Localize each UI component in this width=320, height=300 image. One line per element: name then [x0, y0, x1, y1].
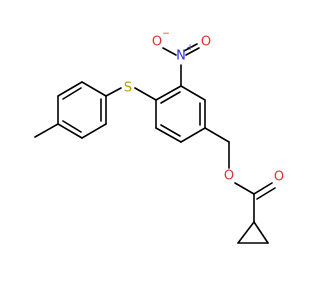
bond-inner [62, 120, 82, 133]
bond [155, 127, 182, 143]
bond-c-o-double [256, 187, 276, 200]
bond-n-o-double [185, 47, 200, 56]
atom-label-oxygen-nitro-left: O [152, 35, 162, 50]
bond-ring-ch2 [204, 127, 230, 143]
atom-label-sulfur: S [124, 81, 132, 96]
bond [180, 127, 206, 143]
bond [237, 221, 255, 244]
bond-methyl [34, 123, 59, 138]
charge-plus: + [186, 43, 194, 53]
bond [180, 85, 206, 101]
atom-label-oxygen-nitro-right: O [201, 35, 211, 50]
atom-label-oxygen-carbonyl: O [274, 170, 284, 185]
bond [81, 123, 107, 139]
bond-n-o [162, 47, 177, 56]
atom-label-layer: S N + O − O O O [124, 29, 284, 185]
bond-c-o-double [253, 182, 273, 195]
bond [57, 123, 83, 139]
bond-inner [62, 87, 82, 100]
bond-c-s [105, 87, 122, 97]
atom-label-nitrogen: N [176, 49, 186, 64]
bond [253, 221, 269, 244]
bond-s-c [134, 87, 157, 101]
bond-o-c [234, 182, 255, 195]
bond [57, 81, 83, 97]
bond-n-o-double [183, 43, 198, 52]
charge-minus: − [162, 29, 170, 39]
bond-layer [34, 43, 276, 244]
bond-inner [160, 91, 181, 104]
bond [155, 85, 182, 101]
bond-inner [160, 124, 181, 137]
bond [81, 81, 107, 97]
structure-diagram: S N + O − O O O [34, 29, 284, 244]
atom-label-oxygen-ester: O [224, 169, 234, 184]
